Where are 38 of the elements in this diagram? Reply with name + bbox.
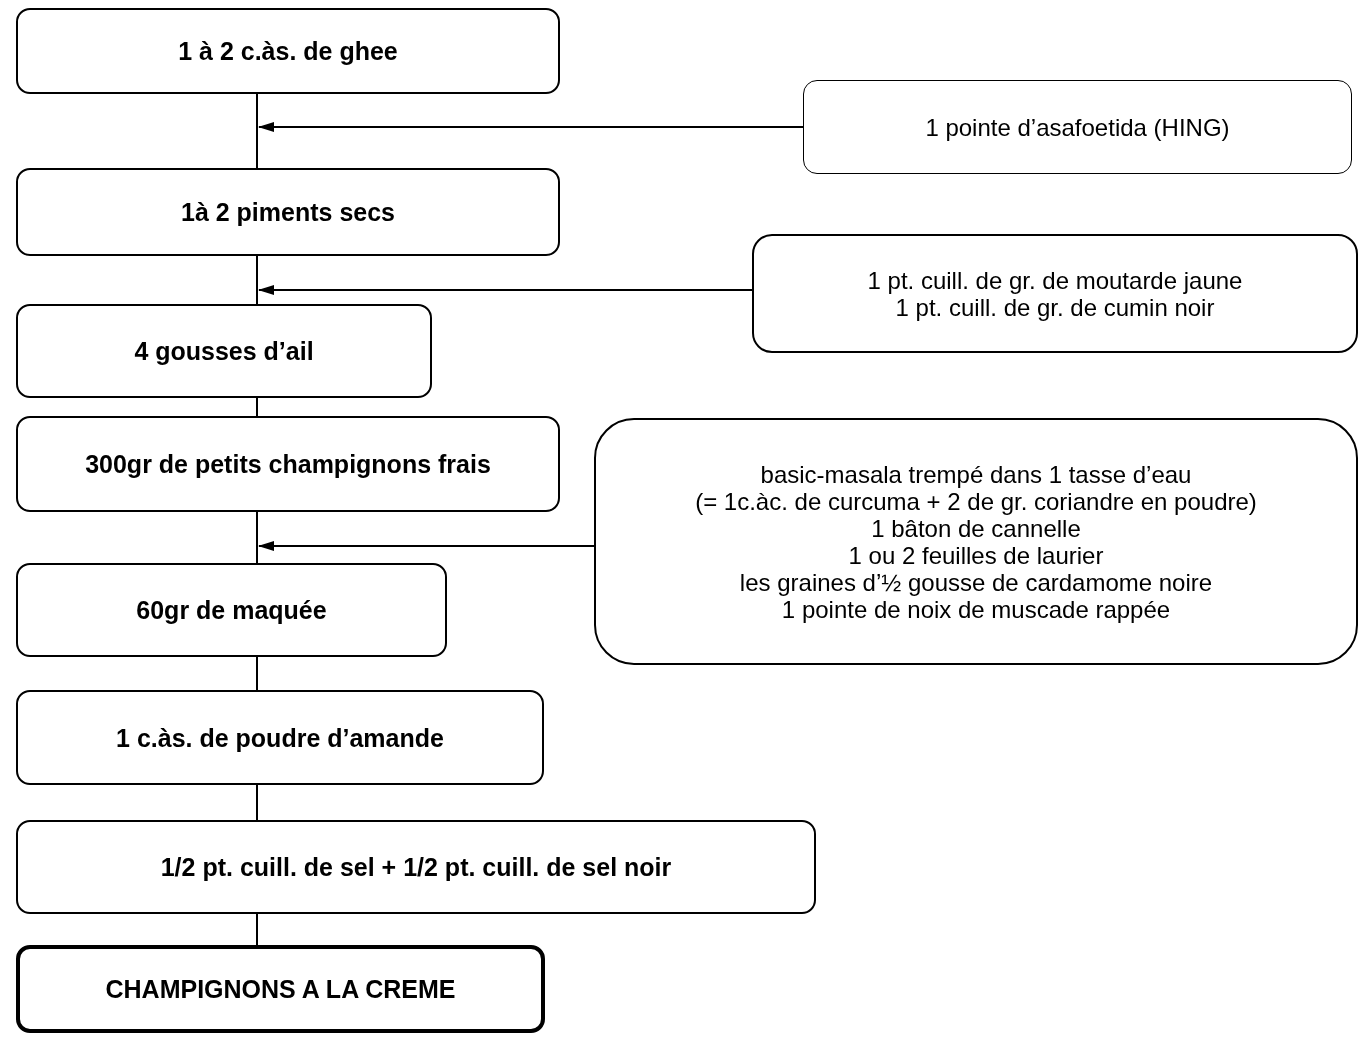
ingredient-text: CHAMPIGNONS A LA CREME xyxy=(105,974,456,1004)
ingredient-text: 1 bâton de cannelle xyxy=(871,514,1081,542)
step-box xyxy=(16,563,447,657)
connector-line xyxy=(256,656,258,691)
connector-line xyxy=(256,784,258,821)
step-box xyxy=(16,690,544,785)
connector-line xyxy=(256,913,258,946)
ingredient-text: 1 ou 2 feuilles de laurier xyxy=(848,541,1104,569)
step-box xyxy=(16,820,816,914)
connector-line xyxy=(256,397,258,417)
step-box xyxy=(16,304,432,398)
ingredient-text: 1 pointe d’asafoetida (HING) xyxy=(925,113,1230,141)
arrow xyxy=(258,541,595,551)
ingredient-text: (= 1c.àc. de curcuma + 2 de gr. coriandre en poudre) xyxy=(695,487,1257,515)
ingredient-text: 1 à 2 c.às. de ghee xyxy=(178,36,398,66)
ingredient-text: 1/2 pt. cuill. de sel + 1/2 pt. cuill. de sel noir xyxy=(160,852,672,882)
arrow xyxy=(258,285,753,295)
ingredient-text: 1 pt. cuill. de gr. de cumin noir xyxy=(895,293,1215,321)
ingredient-text: 1 pointe de noix de muscade rappée xyxy=(781,595,1171,623)
ingredient-text: 1 c.às. de poudre d’amande xyxy=(116,722,444,753)
connector-line xyxy=(256,255,258,305)
ingredient-box xyxy=(803,80,1352,174)
step-box xyxy=(16,8,560,94)
ingredient-text: 4 gousses d’ail xyxy=(134,336,314,366)
ingredient-text: 1à 2 piments secs xyxy=(181,197,395,227)
arrow xyxy=(258,122,804,132)
connector-line xyxy=(256,511,258,564)
connector-line xyxy=(256,93,258,169)
ingredient-text: 60gr de maquée xyxy=(136,595,327,625)
ingredient-box xyxy=(752,234,1358,353)
ingredient-text: 1 pt. cuill. de gr. de moutarde jaune xyxy=(867,266,1243,294)
ingredient-text: basic-masala trempé dans 1 tasse d’eau xyxy=(760,460,1192,488)
ingredient-text: 300gr de petits champignons frais xyxy=(85,449,491,479)
ingredient-text: les graines d’½ gousse de cardamome noire xyxy=(739,568,1213,596)
step-box xyxy=(16,416,560,512)
step-box xyxy=(16,168,560,256)
result-box xyxy=(16,945,545,1033)
ingredient-box xyxy=(594,418,1358,665)
